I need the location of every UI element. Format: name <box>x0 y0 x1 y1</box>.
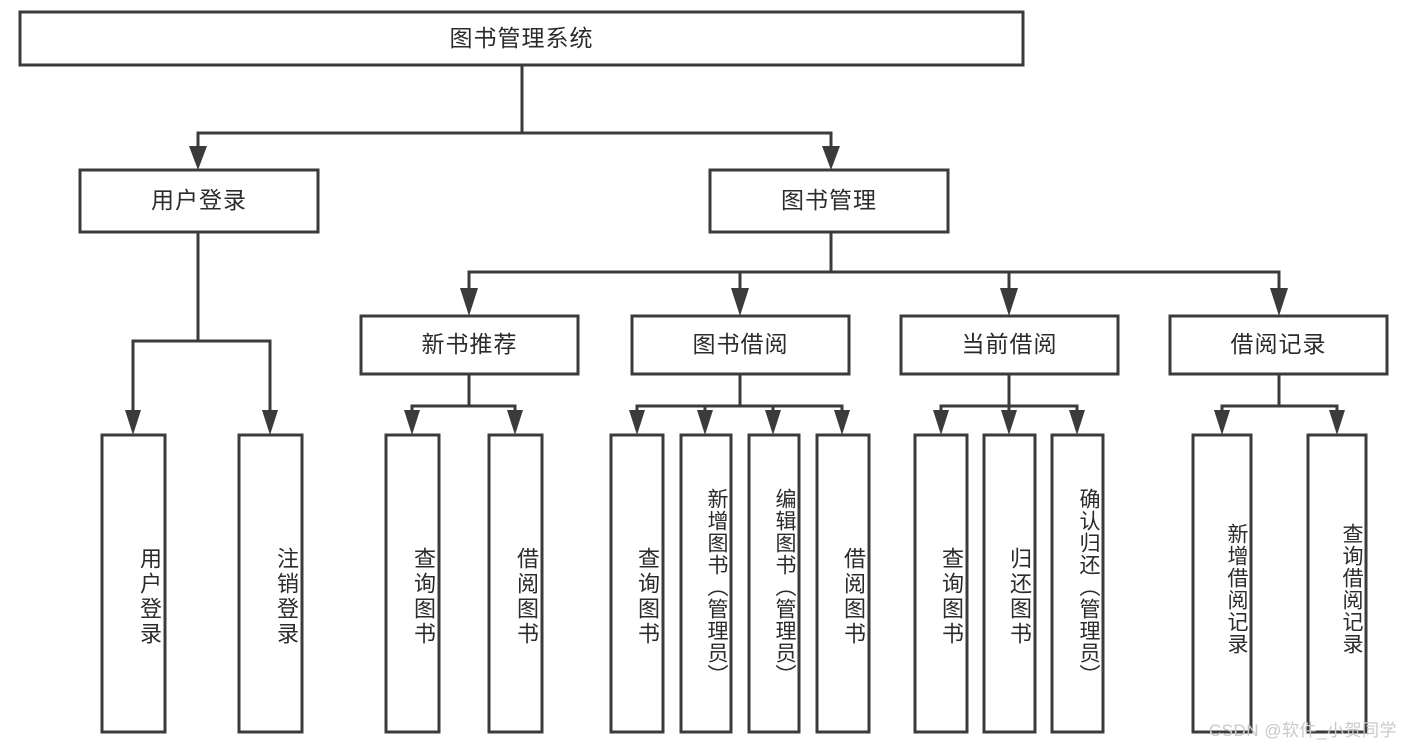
arrowhead-leaf-edit-book <box>765 410 781 435</box>
arrowhead-user-login <box>189 146 207 170</box>
node-box-borrow-record[interactable] <box>1168 314 1389 376</box>
arrowhead-leaf-user-login <box>125 410 141 435</box>
node-box-leaf-query-record[interactable] <box>1306 433 1368 734</box>
arrowhead-leaf-query-book-3 <box>933 410 949 435</box>
node-box-leaf-add-book[interactable] <box>679 433 733 734</box>
node-box-leaf-confirm-return[interactable] <box>1050 433 1105 734</box>
node-box-new-book-recommend[interactable] <box>359 314 580 376</box>
node-box-leaf-borrow-book-2[interactable] <box>815 433 871 734</box>
node-box-user-login[interactable] <box>78 168 320 234</box>
arrowhead-new-book-recommend <box>460 288 478 316</box>
node-box-leaf-query-book-3[interactable] <box>913 433 969 734</box>
node-box-book-borrow[interactable] <box>630 314 851 376</box>
arrowhead-current-borrow <box>1000 288 1018 316</box>
arrowhead-leaf-logout-login <box>262 410 278 435</box>
arrowhead-leaf-query-record <box>1329 410 1345 435</box>
arrowhead-leaf-borrow-book-1 <box>507 410 523 435</box>
node-box-leaf-borrow-book-1[interactable] <box>487 433 544 734</box>
node-box-leaf-edit-book[interactable] <box>747 433 801 734</box>
arrowhead-leaf-add-book <box>697 410 713 435</box>
node-box-leaf-user-login[interactable] <box>100 433 167 734</box>
node-box-leaf-logout-login[interactable] <box>237 433 304 734</box>
arrowhead-book-management <box>822 146 840 170</box>
watermark-text: CSDN @软件_小贺同学 <box>1208 721 1397 740</box>
arrowhead-leaf-query-book-1 <box>404 410 420 435</box>
node-box-leaf-query-book-1[interactable] <box>384 433 441 734</box>
arrowhead-leaf-return-book <box>1001 410 1017 435</box>
arrowhead-borrow-record <box>1270 288 1288 316</box>
arrowhead-leaf-confirm-return <box>1069 410 1085 435</box>
arrowhead-leaf-borrow-book-2 <box>834 410 850 435</box>
node-box-leaf-return-book[interactable] <box>982 433 1037 734</box>
node-box-leaf-add-record[interactable] <box>1191 433 1253 734</box>
node-box-root[interactable] <box>18 10 1025 67</box>
arrowhead-leaf-query-book-2 <box>629 410 645 435</box>
node-box-book-management[interactable] <box>708 168 950 234</box>
node-box-leaf-query-book-2[interactable] <box>609 433 665 734</box>
arrowhead-leaf-add-record <box>1214 410 1230 435</box>
arrowhead-book-borrow <box>731 288 749 316</box>
node-box-current-borrow[interactable] <box>899 314 1120 376</box>
